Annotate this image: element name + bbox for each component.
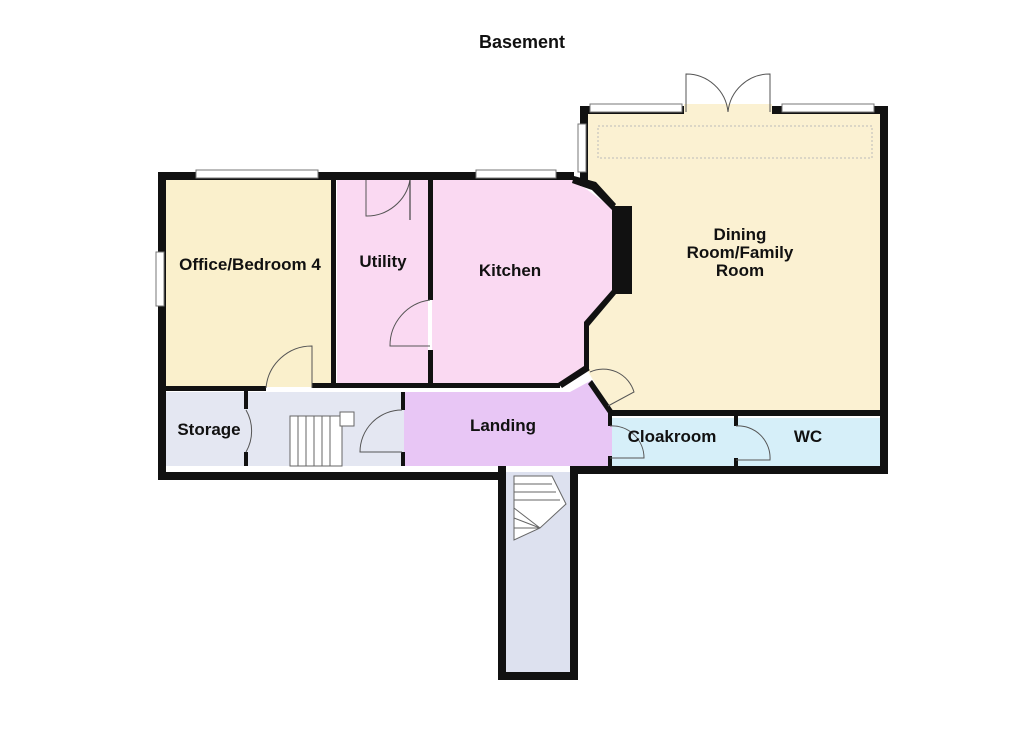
wall-storage-hall: [244, 391, 248, 409]
label-dining-3: Room: [716, 261, 764, 280]
window-office-left: [155, 251, 165, 307]
window-dining-top-right: [781, 103, 875, 113]
wall-hall-landing-lower: [401, 452, 405, 466]
room-office-fill: [166, 180, 332, 387]
wall-dining-bottom: [612, 410, 880, 416]
door-utility-top: [365, 179, 411, 217]
wall-left: [158, 172, 166, 480]
door-landing-dining: [589, 368, 635, 407]
wall-office-bottom-right: [312, 383, 404, 388]
door-cloakroom: [609, 425, 645, 459]
door-office-hall: [265, 345, 313, 389]
room-landing-fill: [404, 380, 612, 466]
wall-kitchen-dining-lower: [584, 322, 589, 370]
stairs-corridor: [513, 475, 567, 541]
door-utility-kitchen: [389, 299, 431, 347]
wall-utility-kitchen-lower: [428, 350, 433, 385]
door-wc: [735, 425, 771, 461]
wall-bottom-right: [570, 466, 888, 474]
label-dining-2: Room/Family: [687, 243, 794, 262]
wall-bottom-left: [158, 472, 506, 480]
door-storage: [245, 409, 253, 453]
wall-hall-landing: [401, 392, 405, 410]
wall-office-utility: [331, 180, 336, 387]
window-dining-left: [577, 123, 587, 173]
label-cloakroom: Cloakroom: [628, 427, 717, 446]
label-wc: WC: [794, 427, 822, 446]
dining-bay-outline: [597, 125, 873, 159]
wall-kitchen-dining-diag: [584, 290, 616, 326]
label-utility: Utility: [359, 252, 407, 271]
wall-landing-cloak-lower: [608, 456, 612, 466]
room-cloakroom-wc-fill: [612, 418, 880, 466]
wall-landing-cloak: [608, 412, 612, 426]
wall-landing-diag: [588, 380, 614, 416]
french-door-left: [685, 73, 729, 113]
fireplace-chimney: [612, 206, 632, 294]
wall-right: [880, 106, 888, 474]
wall-storage-hall-lower: [244, 452, 248, 466]
wall-cloak-wc-lower: [734, 458, 738, 466]
window-office-top: [195, 169, 319, 179]
wall-kitchen-bottom: [404, 383, 560, 388]
wall-cloak-wc: [734, 416, 738, 426]
corridor-wall-bottom: [498, 672, 578, 680]
room-dining-fill: [586, 114, 880, 412]
room-storage-fill: [166, 392, 248, 466]
door-hall-landing: [359, 409, 403, 453]
window-dining-top-left: [589, 103, 683, 113]
room-utility-fill: [337, 180, 428, 383]
label-landing: Landing: [470, 416, 536, 435]
wall-office-bottom: [166, 386, 266, 391]
label-dining-1: Dining: [714, 225, 767, 244]
label-office: Office/Bedroom 4: [179, 255, 321, 274]
corridor-wall-left: [498, 466, 506, 680]
room-kitchen-fill: [432, 180, 612, 385]
label-kitchen: Kitchen: [479, 261, 541, 280]
wall-utility-kitchen: [428, 180, 433, 300]
label-storage: Storage: [177, 420, 240, 439]
stairs-hall: [289, 411, 355, 467]
french-door-right: [727, 73, 771, 113]
wall-kitchen-diag-bottom: [558, 366, 590, 388]
corridor-wall-right: [570, 466, 578, 680]
wall-kitchen-diag-top: [572, 176, 616, 210]
window-kitchen-top: [475, 169, 557, 179]
floor-title: Basement: [478, 32, 566, 52]
